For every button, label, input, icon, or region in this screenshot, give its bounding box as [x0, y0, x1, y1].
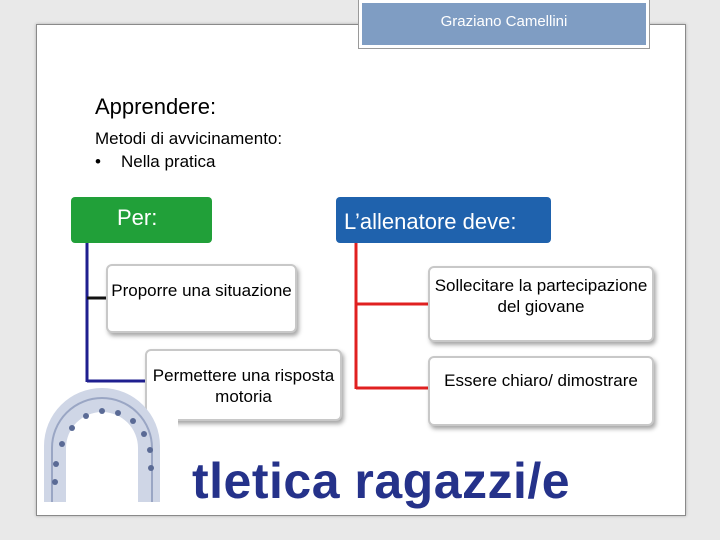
atletica-ragazzi-logo-icon [38, 388, 178, 502]
brand-text: tletica ragazzi/e [192, 453, 571, 509]
per-header: Per: [71, 197, 212, 243]
bullet-text: Nella pratica [121, 152, 216, 171]
left-item-1-text: Proporre una situazione [111, 281, 292, 300]
slide-title: Apprendere: [95, 94, 216, 120]
left-item-1: Proporre una situazione [106, 264, 297, 333]
bullet-item: • Nella pratica [95, 152, 216, 172]
right-item-1: Sollecitare la partecipazione del giovan… [428, 266, 654, 342]
right-item-2: Essere chiaro/ dimostrare [428, 356, 654, 426]
per-header-label: Per: [117, 205, 158, 230]
author-name: Graziano Camellini [440, 13, 568, 30]
right-item-2-text: Essere chiaro/ dimostrare [444, 371, 638, 390]
title-colon: : [209, 94, 217, 119]
author-tab: Graziano Camellini [358, 0, 650, 49]
coach-header: L’allenatore deve: [336, 197, 551, 243]
right-item-1-text: Sollecitare la partecipazione del giovan… [434, 276, 648, 316]
subtitle: Metodi di avvicinamento: [95, 129, 283, 148]
title-text: Apprendere [95, 94, 210, 119]
left-item-2-text: Permettere una risposta motoria [152, 366, 335, 406]
bullet-marker: • [95, 152, 101, 171]
coach-header-label: L’allenatore deve: [344, 209, 517, 234]
left-item-2: Permettere una risposta motoria [145, 349, 342, 421]
